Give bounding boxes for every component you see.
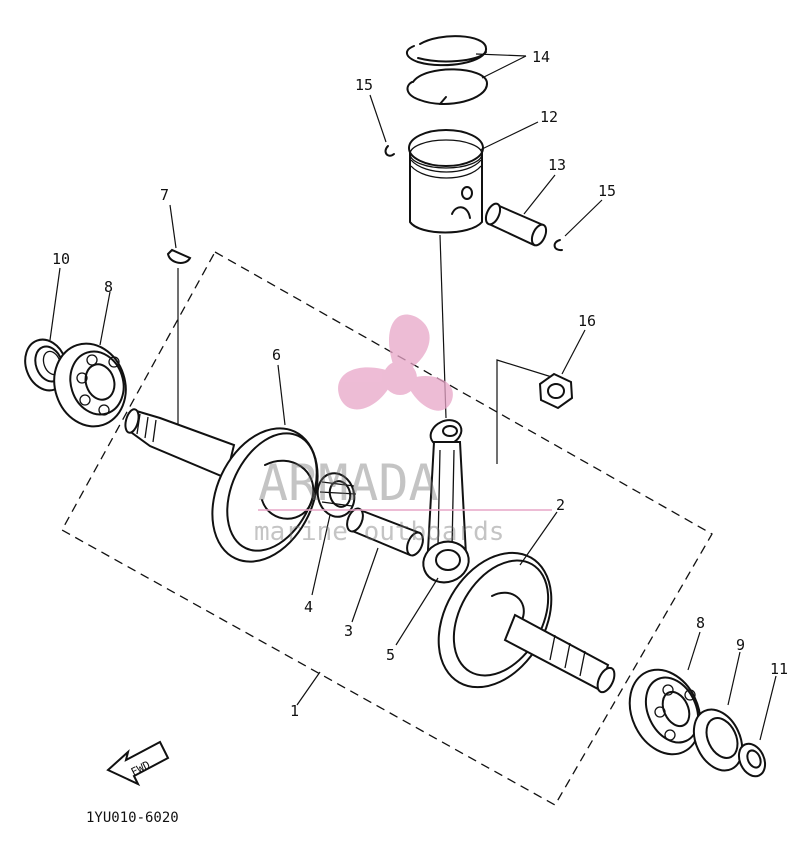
callout-16: 16 [578, 312, 596, 330]
callout-8a: 8 [104, 278, 113, 296]
propeller-logo-icon [338, 314, 453, 411]
woodruff-key [166, 248, 192, 264]
piston [408, 129, 484, 234]
callout-15a: 15 [355, 76, 373, 94]
callout-15b: 15 [598, 182, 616, 200]
callout-numbers: 14 15 12 13 15 7 10 8 6 16 2 4 3 5 1 8 9… [52, 48, 788, 720]
forward-direction-arrow: FWD [106, 740, 170, 787]
callout-8b: 8 [696, 614, 705, 632]
callout-10: 10 [52, 250, 70, 268]
watermark-tagline: marine outboards [254, 517, 504, 547]
leader-lines [49, 53, 777, 741]
crankshaft-assembly-boundary [61, 251, 713, 806]
callout-12: 12 [540, 108, 558, 126]
callout-3: 3 [344, 622, 353, 640]
callout-6: 6 [272, 346, 281, 364]
callout-1: 1 [290, 702, 299, 720]
piston-pin [484, 202, 548, 247]
armada-watermark: ARMADA marine outboards [254, 314, 552, 547]
callout-11: 11 [770, 660, 788, 678]
crank-half-left [124, 408, 319, 563]
callout-4: 4 [304, 598, 313, 616]
callout-5: 5 [386, 646, 395, 664]
catalog-code: 1YU010-6020 [86, 810, 179, 826]
needle-bearing [316, 472, 357, 518]
callout-7: 7 [160, 186, 169, 204]
callout-13: 13 [548, 156, 566, 174]
collar [737, 742, 767, 778]
crank-pin [346, 507, 424, 557]
watermark-brand: ARMADA [258, 454, 439, 512]
callout-9: 9 [736, 636, 745, 654]
oil-seal-right [692, 708, 744, 772]
crank-nut [496, 359, 574, 464]
piston-rings [406, 35, 489, 105]
crank-half-right [437, 551, 616, 694]
piston-pin-clip-left [384, 145, 395, 157]
callout-2: 2 [556, 496, 565, 514]
piston-pin-clip-right [553, 239, 563, 252]
bearing-left [53, 342, 127, 428]
bearing-right [628, 668, 702, 756]
callout-14: 14 [532, 48, 550, 66]
